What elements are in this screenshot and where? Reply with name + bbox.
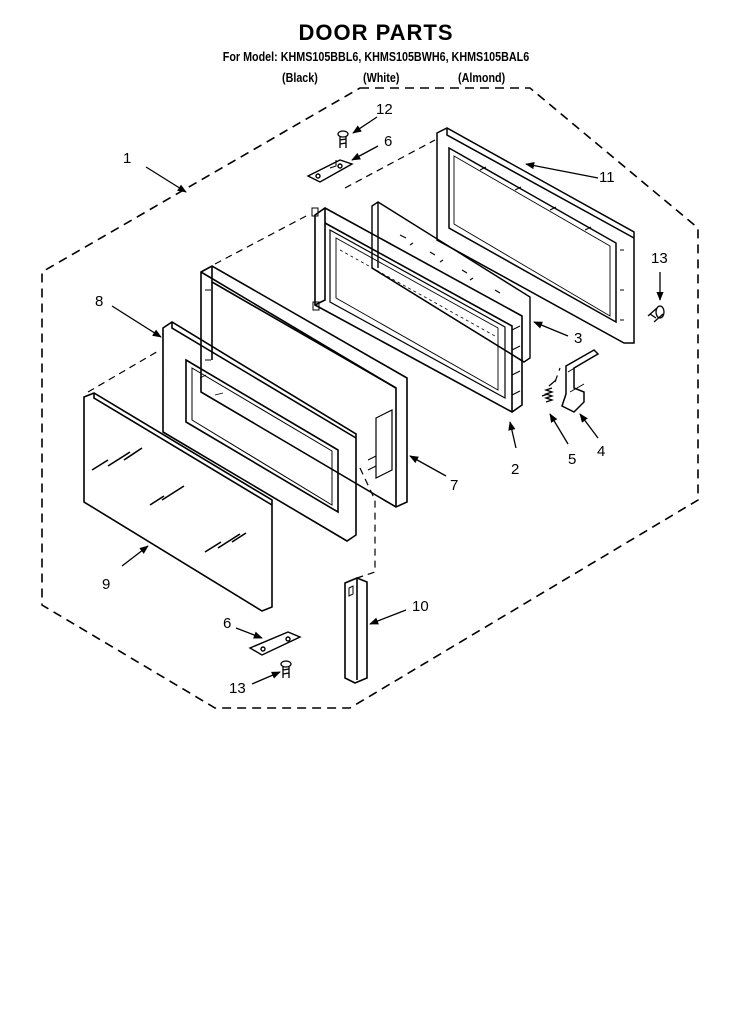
callout-13-bottom: 13	[229, 680, 246, 697]
callout-10: 10	[412, 598, 429, 615]
callout-2: 2	[511, 461, 519, 478]
callout-4: 4	[597, 443, 605, 460]
callout-8: 8	[95, 293, 103, 310]
callout-6-top: 6	[384, 133, 392, 150]
door-trim-8	[162, 321, 357, 542]
door-trim-strip-10	[344, 577, 368, 684]
page-header: DOOR PARTS For Model: KHMS105BBL6, KHMS1…	[0, 0, 752, 95]
callout-1: 1	[123, 150, 131, 167]
door-latch-4	[561, 349, 600, 413]
callout-9: 9	[102, 576, 110, 593]
callout-12: 12	[376, 101, 393, 118]
model-list: For Model: KHMS105BBL6, KHMS105BWH6, KHM…	[222, 50, 530, 64]
callout-7: 7	[450, 477, 458, 494]
choke-frame-11	[436, 127, 635, 344]
callout-11: 11	[599, 169, 615, 186]
hinge-6-bottom	[248, 631, 302, 656]
door-frame-2	[311, 207, 523, 413]
screw-13-right	[647, 305, 665, 323]
screw-13-bottom	[280, 660, 292, 678]
outer-glass-9	[83, 392, 273, 612]
callout-13-right: 13	[651, 250, 668, 267]
callout-5: 5	[568, 451, 576, 468]
door-assembly-outline	[41, 87, 699, 709]
alignment-lines	[87, 139, 561, 579]
color-label-almond: (Almond)	[458, 71, 506, 85]
hinge-6-top	[306, 159, 354, 183]
page-title: DOOR PARTS	[298, 20, 454, 45]
leader-lines	[111, 116, 664, 685]
callout-3: 3	[574, 330, 582, 347]
screw-12	[337, 130, 349, 148]
inner-panel-3	[371, 201, 531, 363]
latch-spring-5	[543, 379, 557, 403]
color-label-black: (Black)	[282, 71, 318, 85]
callout-6-bottom: 6	[223, 615, 231, 632]
color-label-white: (White)	[363, 71, 400, 85]
